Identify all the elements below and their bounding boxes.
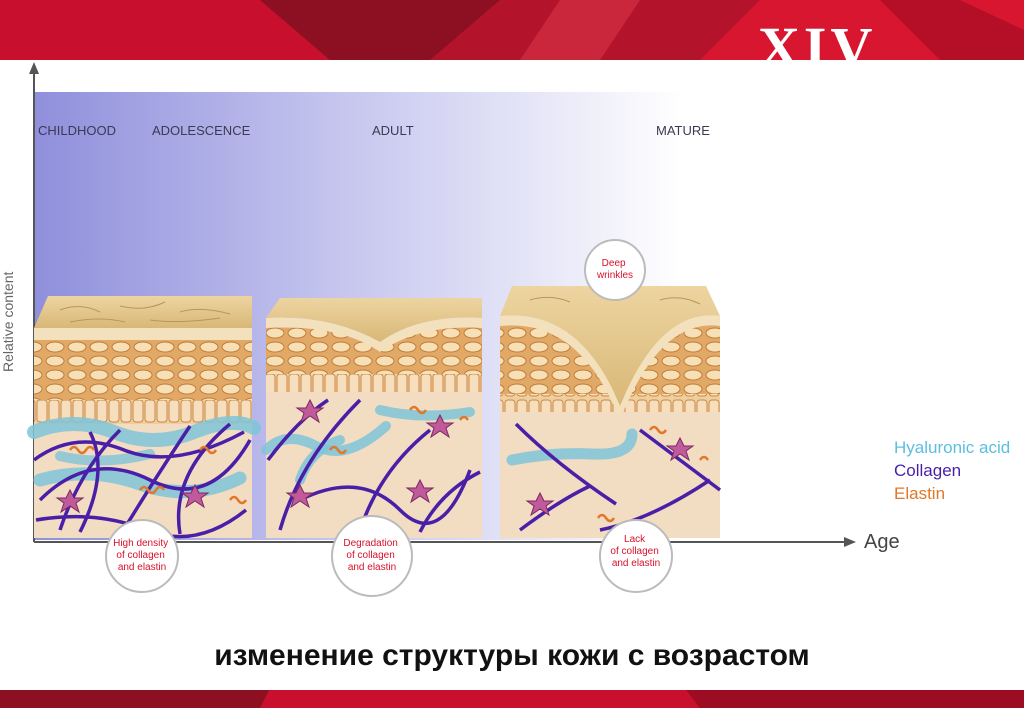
svg-text:Lack of collagen a: Lack of collagen and elastin xyxy=(610,534,661,569)
callout-deep-wrinkles: Deep wrinkles xyxy=(584,239,646,301)
legend-elastin: Elastin xyxy=(894,484,945,503)
legend-hyaluronic-acid: Hyaluronic acid xyxy=(894,438,1010,457)
caption-box xyxy=(20,625,1016,685)
stage-label-mature: MATURE xyxy=(656,123,710,138)
skin-block-mature xyxy=(500,286,722,538)
legend-collagen: Collagen xyxy=(894,461,961,480)
x-axis-label: Age xyxy=(864,531,900,553)
y-axis-arrow xyxy=(29,62,39,74)
top-banner xyxy=(0,0,1024,60)
y-axis-label: Relative content xyxy=(0,271,16,372)
callout-high-density: High density of collagen and elastin xyxy=(105,519,179,593)
callout-lack: Lack of collagen and elastin xyxy=(599,519,673,593)
stage-label-adult: ADULT xyxy=(372,123,414,138)
stage-label-adolescence: ADOLESCENCE xyxy=(152,123,251,138)
skin-aging-diagram: Relative content Age CHILDHOOD ADOLESCEN… xyxy=(0,62,1010,597)
skin-block-young xyxy=(27,296,261,539)
svg-text:High density of collagen: High density of collagen and elastin xyxy=(113,538,171,573)
svg-text:Degradation of collagen: Degradation of collagen and elastin xyxy=(343,538,400,573)
corner-mark: XIV xyxy=(758,18,877,60)
x-axis-arrow xyxy=(844,537,856,547)
legend: Hyaluronic acid Collagen Elastin xyxy=(894,438,1010,503)
slide-caption: изменение структуры кожи с возрастом xyxy=(214,639,810,672)
stage-label-childhood: CHILDHOOD xyxy=(38,123,116,138)
callout-degradation: Degradation of collagen and elastin xyxy=(331,515,413,597)
skin-block-adult xyxy=(261,298,482,538)
svg-text:Deep wrinkles: Deep wrinkles xyxy=(596,258,633,281)
